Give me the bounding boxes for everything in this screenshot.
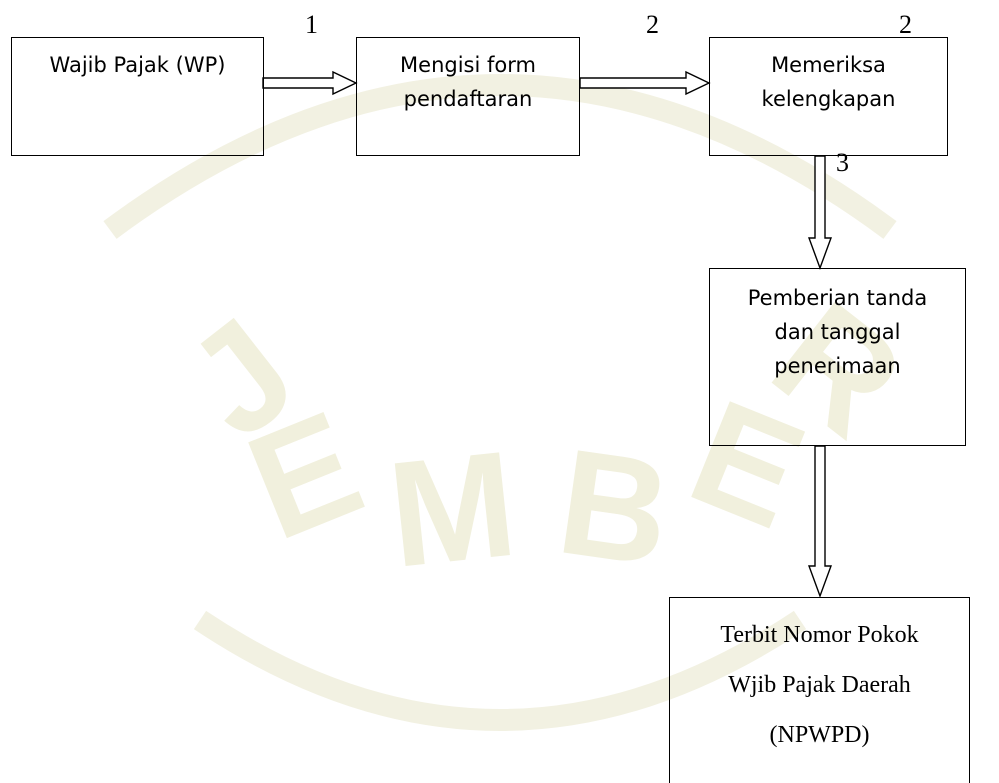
node-memeriksa-kelengkapan-text: Memeriksa kelengkapan — [762, 48, 896, 116]
node-text-line: Terbit Nomor Pokok — [720, 622, 919, 648]
watermark-letter: B — [549, 416, 680, 597]
step-label-2: 2 — [646, 10, 659, 39]
node-mengisi-form: Mengisi form pendaftaran — [356, 37, 580, 156]
node-text-line: Wjib Pajak Daerah — [728, 672, 911, 698]
node-memeriksa-kelengkapan: Memeriksa kelengkapan — [709, 37, 948, 156]
arrow-form-to-check — [579, 70, 711, 96]
node-wajib-pajak: Wajib Pajak (WP) — [11, 37, 264, 156]
node-text-line: penerimaan — [774, 354, 901, 378]
node-text-line: Memeriksa — [771, 53, 886, 77]
node-mengisi-form-text: Mengisi form pendaftaran — [400, 48, 536, 116]
node-pemberian-tanda: Pemberian tanda dan tanggal penerimaan — [709, 268, 966, 446]
watermark-arc — [103, 74, 897, 239]
step-label-3: 3 — [836, 148, 849, 177]
node-terbit-npwpd-text: Terbit Nomor Pokok Wjib Pajak Daerah (NP… — [720, 610, 918, 760]
watermark-arc-lower — [193, 610, 807, 731]
watermark-letter: M — [381, 419, 523, 599]
node-text-line: kelengkapan — [761, 87, 896, 111]
arrow-receipt-to-npwpd — [807, 445, 833, 599]
node-text-line: (NPWPD) — [769, 722, 870, 748]
arrow-check-to-receipt — [807, 155, 833, 271]
step-label-2-top: 2 — [899, 10, 912, 39]
node-terbit-npwpd: Terbit Nomor Pokok Wjib Pajak Daerah (NP… — [669, 597, 970, 783]
node-pemberian-tanda-text: Pemberian tanda dan tanggal penerimaan — [748, 281, 927, 383]
arrow-wp-to-form — [262, 70, 358, 96]
node-text-line: Pemberian tanda — [747, 286, 928, 310]
node-text-line: dan tanggal — [774, 320, 901, 344]
step-label-1: 1 — [305, 10, 318, 39]
node-text-line: pendaftaran — [403, 87, 533, 111]
node-wajib-pajak-text: Wajib Pajak (WP) — [50, 48, 226, 82]
node-text-line: Wajib Pajak (WP) — [49, 53, 226, 77]
node-text-line: Mengisi form — [400, 53, 536, 77]
